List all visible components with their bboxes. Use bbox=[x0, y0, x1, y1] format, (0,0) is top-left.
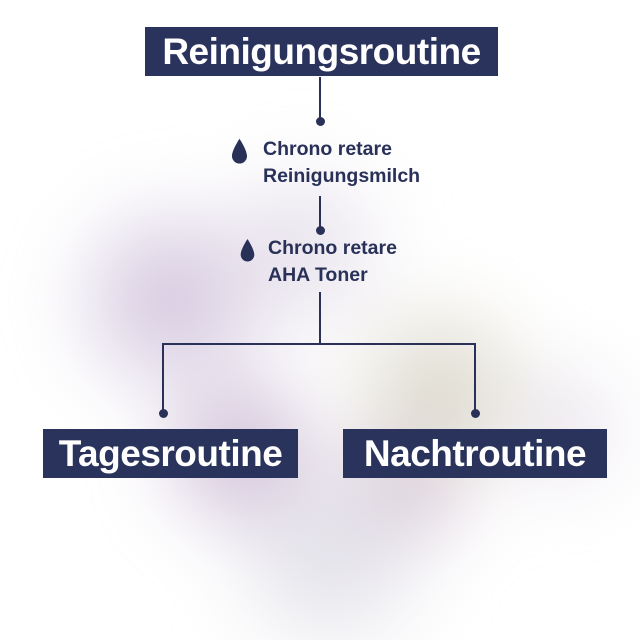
branch-node-tagesroutine: Tagesroutine bbox=[43, 429, 298, 478]
step-text: Chrono retare Reinigungsmilch bbox=[263, 136, 420, 190]
step-text-line2: Reinigungsmilch bbox=[263, 165, 421, 187]
connector-step1-to-step2 bbox=[319, 196, 321, 227]
root-node-label: Reinigungsroutine bbox=[162, 30, 481, 72]
step-text-line1: Chrono retare bbox=[268, 237, 397, 259]
droplet-icon bbox=[240, 238, 255, 262]
branch-node-label: Tagesroutine bbox=[58, 432, 283, 474]
step-text-line1: Chrono retare bbox=[263, 138, 392, 160]
connector-step2-to-branch bbox=[319, 292, 321, 344]
branch-node-nachtroutine: Nachtroutine bbox=[343, 429, 607, 478]
root-node-reinigungsroutine: Reinigungsroutine bbox=[145, 27, 498, 76]
connector-branch-right bbox=[474, 343, 476, 410]
droplet-icon bbox=[231, 138, 248, 164]
connector-endpoint-dot bbox=[159, 409, 168, 418]
step-text: Chrono retare AHA Toner bbox=[268, 235, 397, 289]
connector-branch-horizontal bbox=[162, 343, 476, 345]
step-item-aha-toner: Chrono retare AHA Toner bbox=[238, 235, 397, 289]
step-text-line2: AHA Toner bbox=[268, 264, 368, 286]
connector-branch-left bbox=[162, 343, 164, 410]
branch-node-label: Nachtroutine bbox=[363, 432, 587, 474]
connector-endpoint-dot bbox=[316, 117, 325, 126]
connector-root-to-step1 bbox=[319, 77, 321, 118]
connector-endpoint-dot bbox=[471, 409, 480, 418]
step-item-reinigungsmilch: Chrono retare Reinigungsmilch bbox=[229, 136, 420, 190]
connector-endpoint-dot bbox=[316, 226, 325, 235]
